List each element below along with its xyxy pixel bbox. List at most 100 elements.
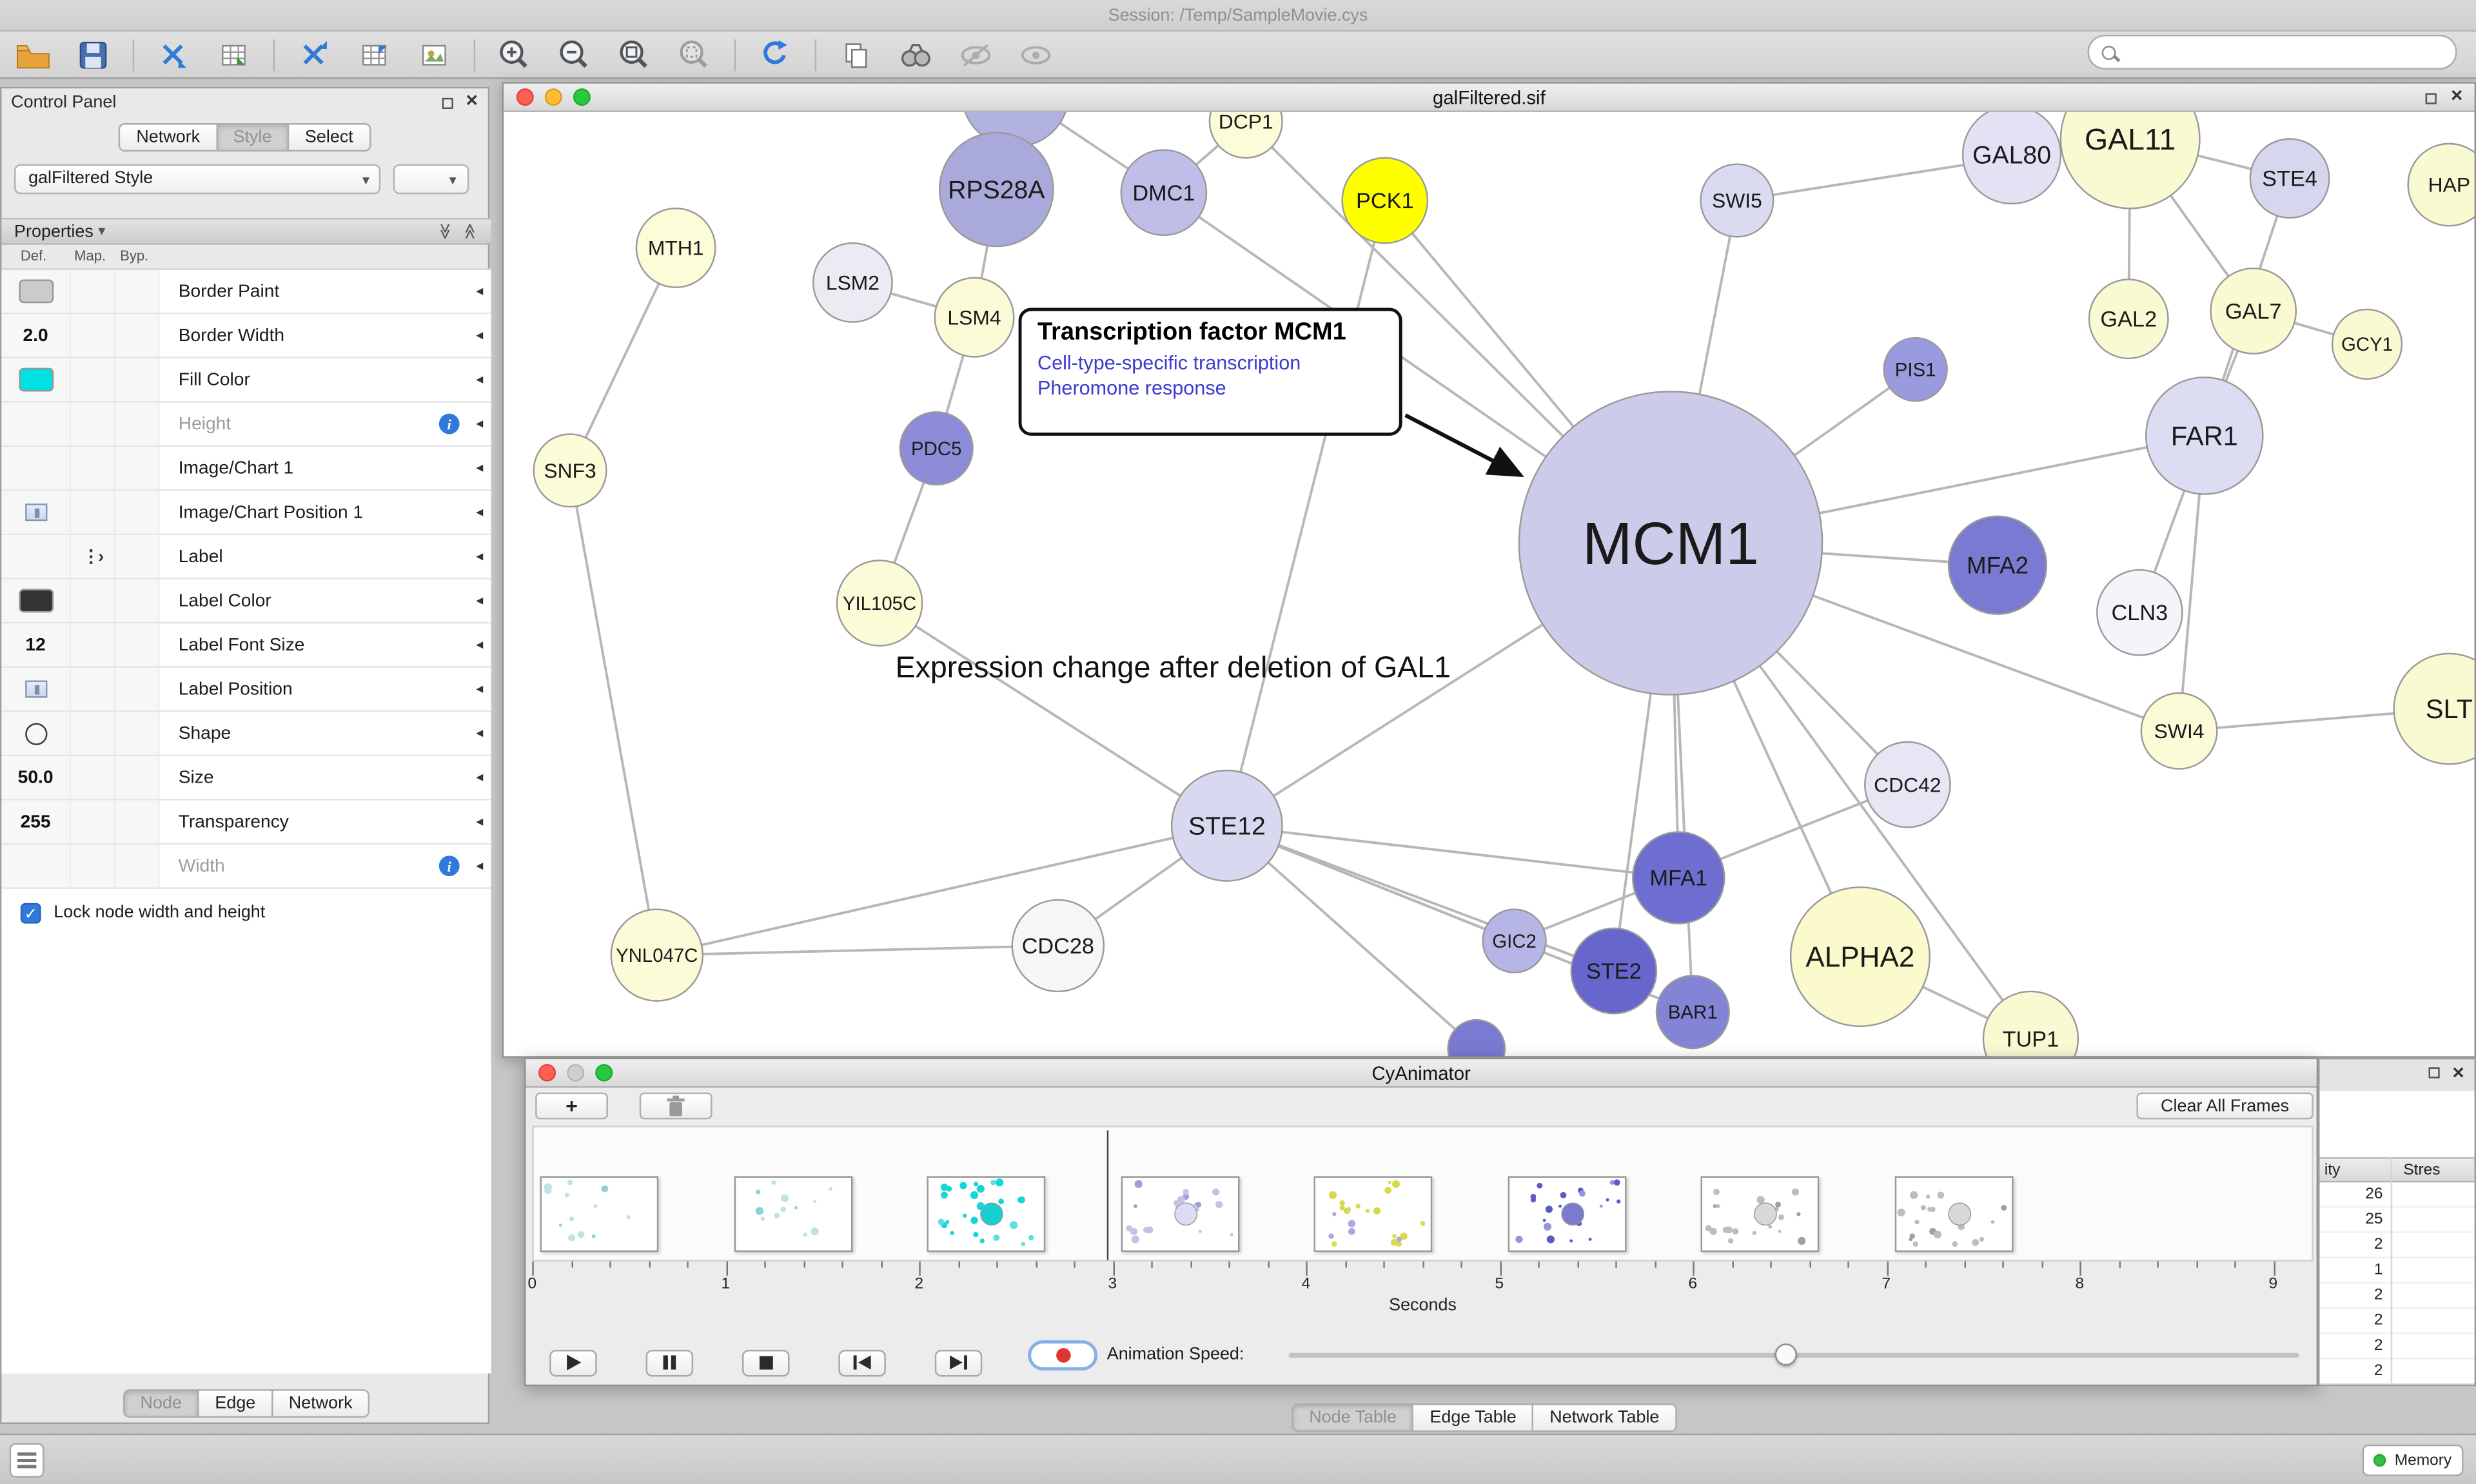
table-row[interactable]: 2: [2319, 1334, 2475, 1360]
collapse-arrow-icon[interactable]: ◂: [476, 415, 484, 431]
close-panel-icon[interactable]: ✕: [465, 93, 479, 111]
expand-all-icon[interactable]: ≫: [435, 222, 453, 240]
show-all-icon[interactable]: [1016, 34, 1057, 75]
mapping-cell[interactable]: [71, 314, 115, 357]
network-edge[interactable]: [656, 824, 1228, 957]
mapping-cell[interactable]: [71, 800, 115, 843]
restore-frame-icon[interactable]: [2424, 92, 2436, 104]
mapping-cell[interactable]: [71, 402, 115, 445]
collapse-all-icon[interactable]: ≫: [461, 222, 479, 240]
network-edge[interactable]: [569, 247, 677, 471]
close-panel-icon[interactable]: ✕: [2451, 1066, 2465, 1084]
property-row[interactable]: Border Paint◂: [1, 269, 491, 315]
network-node[interactable]: [533, 433, 607, 508]
bypass-cell[interactable]: [115, 402, 160, 445]
bypass-cell[interactable]: [115, 579, 160, 622]
export-table-icon[interactable]: [354, 34, 395, 75]
network-node[interactable]: [2145, 376, 2264, 495]
collapse-arrow-icon[interactable]: ◂: [476, 725, 484, 741]
frame-thumbnail[interactable]: [540, 1176, 659, 1253]
collapse-arrow-icon[interactable]: ◂: [476, 459, 484, 476]
default-value-cell[interactable]: [1, 667, 72, 711]
playhead[interactable]: [1106, 1130, 1109, 1260]
zoom-in-icon[interactable]: [495, 34, 536, 75]
default-value-cell[interactable]: [1, 712, 72, 755]
maximize-window-icon[interactable]: [595, 1064, 613, 1082]
annotation-box[interactable]: Transcription factor MCM1 Cell-type-spec…: [1018, 308, 1402, 436]
mapping-cell[interactable]: ⋮›: [71, 535, 115, 578]
tab-select[interactable]: Select: [287, 123, 371, 152]
network-node[interactable]: [1011, 899, 1105, 993]
bypass-cell[interactable]: [115, 845, 160, 888]
network-node[interactable]: [1961, 112, 2062, 205]
frame-thumbnail[interactable]: [1313, 1176, 1433, 1253]
mapping-cell[interactable]: [71, 667, 115, 711]
frame-thumbnail[interactable]: [927, 1176, 1046, 1253]
network-node[interactable]: [610, 908, 704, 1002]
close-frame-icon[interactable]: ✕: [2450, 88, 2464, 106]
skip-to-end-button[interactable]: [934, 1349, 983, 1376]
network-node[interactable]: [1208, 112, 1283, 159]
default-value-cell[interactable]: 12: [1, 623, 72, 667]
network-node[interactable]: [2059, 112, 2201, 210]
network-node[interactable]: [2096, 569, 2183, 656]
table-row[interactable]: 1: [2319, 1258, 2475, 1284]
tab-network[interactable]: Network: [119, 123, 218, 152]
collapse-arrow-icon[interactable]: ◂: [476, 371, 484, 387]
export-network-icon[interactable]: [294, 34, 335, 75]
style-options-button[interactable]: ▾: [393, 164, 469, 195]
color-swatch[interactable]: [18, 367, 54, 392]
collapse-arrow-icon[interactable]: ◂: [476, 326, 484, 343]
network-node[interactable]: [1170, 769, 1283, 882]
bypass-cell[interactable]: [115, 623, 160, 667]
mapping-cell[interactable]: [71, 756, 115, 799]
frame-thumbnail[interactable]: [733, 1176, 852, 1253]
network-node[interactable]: [2407, 142, 2475, 227]
collapse-arrow-icon[interactable]: ◂: [476, 680, 484, 697]
collapse-arrow-icon[interactable]: ◂: [476, 592, 484, 608]
search-input[interactable]: [2125, 43, 2426, 62]
mapping-cell[interactable]: [71, 845, 115, 888]
default-value-cell[interactable]: 50.0: [1, 756, 72, 799]
stop-button[interactable]: [742, 1349, 790, 1376]
mapping-cell[interactable]: [71, 712, 115, 755]
network-node[interactable]: [2088, 278, 2169, 360]
export-image-icon[interactable]: [414, 34, 455, 75]
network-node[interactable]: [2249, 138, 2330, 219]
network-edge[interactable]: [656, 944, 1058, 957]
column-header[interactable]: Stres: [2403, 1162, 2441, 1180]
lock-size-row[interactable]: ✓ Lock node width and height: [1, 893, 491, 932]
hide-selected-icon[interactable]: [956, 34, 997, 75]
default-value-cell[interactable]: 255: [1, 800, 72, 843]
network-node[interactable]: [2210, 268, 2297, 355]
network-node[interactable]: [1655, 975, 1730, 1050]
bypass-cell[interactable]: [115, 535, 160, 578]
mapping-cell[interactable]: [71, 358, 115, 402]
default-value-cell[interactable]: [1, 447, 72, 490]
network-edge[interactable]: [569, 470, 658, 955]
play-button[interactable]: [549, 1349, 597, 1376]
delete-frame-button[interactable]: [639, 1092, 712, 1120]
import-table-icon[interactable]: [213, 34, 255, 75]
default-value-cell[interactable]: [1, 402, 72, 445]
tab-node[interactable]: Node: [123, 1389, 199, 1418]
network-edge[interactable]: [1226, 824, 1679, 879]
info-icon[interactable]: i: [438, 855, 460, 877]
animation-speed-slider[interactable]: [1288, 1343, 2299, 1366]
bypass-cell[interactable]: [115, 800, 160, 843]
table-row[interactable]: 2: [2319, 1360, 2475, 1383]
close-window-icon[interactable]: [516, 88, 534, 106]
tab-style[interactable]: Style: [215, 123, 290, 152]
mapping-cell[interactable]: [71, 491, 115, 534]
network-node[interactable]: [812, 242, 893, 323]
network-edge[interactable]: [1226, 824, 1615, 972]
network-node[interactable]: [2140, 692, 2218, 770]
collapse-arrow-icon[interactable]: ◂: [476, 857, 484, 874]
mapping-cell[interactable]: [71, 269, 115, 313]
annotation-link[interactable]: Cell-type-specific transcription: [1037, 352, 1301, 375]
network-node[interactable]: [2331, 308, 2403, 380]
table-row[interactable]: 2: [2319, 1284, 2475, 1309]
